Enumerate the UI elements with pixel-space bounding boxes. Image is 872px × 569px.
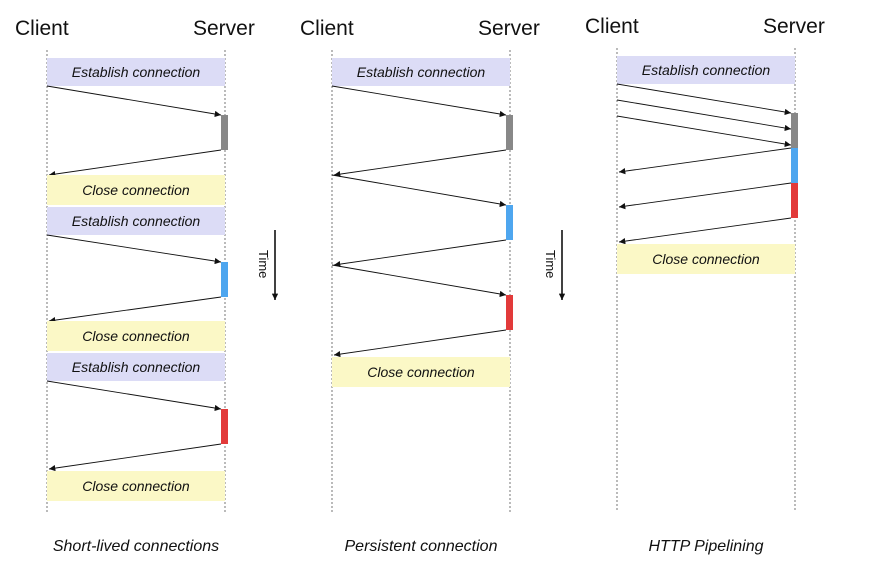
server-processing-bar: [221, 262, 228, 297]
request-arrow: [616, 83, 792, 116]
establish-connection-label: Establish connection: [72, 213, 201, 229]
request-arrow: [46, 380, 222, 412]
establish-connection-box: [332, 58, 510, 86]
close-connection-box: [617, 244, 795, 274]
response-arrow: [618, 182, 792, 210]
request-arrow: [46, 234, 222, 265]
response-arrow: [48, 296, 222, 324]
server-header: Server: [763, 15, 825, 38]
panel-caption: Short-lived connections: [53, 538, 219, 555]
server-processing-bar: [791, 113, 798, 148]
request-arrow: [616, 99, 792, 132]
establish-connection-box: [47, 58, 225, 86]
close-connection-label: Close connection: [82, 182, 190, 198]
response-arrow: [333, 239, 507, 268]
panel-short-lived: Client Server Establish connection Close…: [15, 17, 255, 555]
client-header: Client: [585, 15, 639, 38]
server-processing-bar: [506, 205, 513, 240]
close-connection-box: [47, 471, 225, 501]
time-label: Time: [543, 250, 558, 278]
server-processing-bar: [221, 409, 228, 444]
close-connection-label: Close connection: [367, 364, 475, 380]
request-arrow: [46, 85, 222, 118]
request-arrow: [616, 115, 792, 148]
client-header: Client: [15, 17, 69, 40]
establish-connection-box: [47, 207, 225, 235]
response-arrow: [333, 329, 507, 358]
establish-connection-label: Establish connection: [642, 62, 771, 78]
establish-connection-box: [47, 353, 225, 381]
close-connection-label: Close connection: [82, 328, 190, 344]
panel-persistent: Client Server Establish connection Close…: [300, 17, 540, 555]
time-label: Time: [256, 250, 271, 278]
response-arrow: [48, 149, 222, 178]
close-connection-box: [332, 357, 510, 387]
establish-connection-label: Establish connection: [72, 64, 201, 80]
client-header: Client: [300, 17, 354, 40]
panel-pipelining: Client Server Establish connection Close…: [585, 15, 825, 555]
server-processing-bar: [506, 295, 513, 330]
server-processing-bar: [506, 115, 513, 150]
panel-caption: HTTP Pipelining: [648, 538, 763, 555]
establish-connection-label: Establish connection: [357, 64, 486, 80]
server-processing-bar: [221, 115, 228, 150]
request-arrow: [331, 85, 507, 118]
server-processing-bar: [791, 148, 798, 183]
panel-caption: Persistent connection: [345, 538, 498, 555]
response-arrow: [333, 149, 507, 178]
close-connection-box: [47, 175, 225, 205]
time-axis: Time: [543, 230, 566, 300]
request-arrow: [331, 264, 507, 298]
server-header: Server: [193, 17, 255, 40]
time-axis: Time: [256, 230, 279, 300]
server-header: Server: [478, 17, 540, 40]
response-arrow: [618, 217, 792, 245]
response-arrow: [48, 443, 222, 472]
close-connection-label: Close connection: [652, 251, 760, 267]
establish-connection-label: Establish connection: [72, 359, 201, 375]
response-arrow: [618, 147, 792, 175]
close-connection-box: [47, 321, 225, 351]
request-arrow: [331, 174, 507, 208]
server-processing-bar: [791, 183, 798, 218]
establish-connection-box: [617, 56, 795, 84]
close-connection-label: Close connection: [82, 478, 190, 494]
